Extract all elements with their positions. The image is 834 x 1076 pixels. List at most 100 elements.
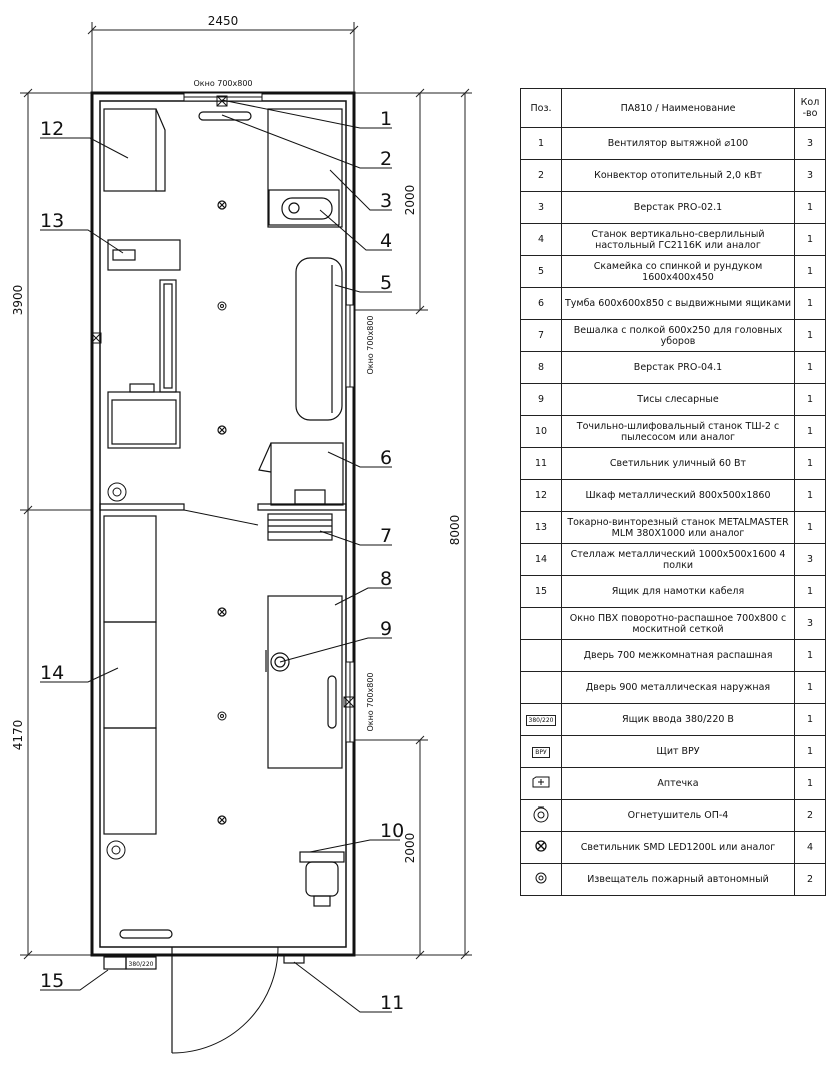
callout-leaders (40, 99, 400, 1013)
callout-11: 11 (380, 992, 404, 1014)
cell-name: Дверь 900 металлическая наружная (561, 671, 795, 704)
exhaust-fan-icons (90, 95, 355, 708)
cell-qty: 1 (794, 511, 826, 544)
dim-left-total: 3900 (11, 285, 25, 316)
cell-pos: 4 (520, 223, 562, 256)
dim-right-bottom: 2000 (403, 833, 417, 864)
callout-12: 12 (40, 118, 64, 140)
cell-name: Ящик ввода 380/220 В (561, 703, 795, 736)
callout-numbers: 1 2 3 4 5 6 7 8 9 10 11 12 13 14 15 (40, 108, 404, 1014)
cell-pos (520, 863, 562, 896)
cell-qty: 1 (794, 671, 826, 704)
cell-pos: ВРУ (520, 735, 562, 768)
cell-qty: 1 (794, 351, 826, 384)
callout-6: 6 (380, 447, 392, 469)
cell-name: Извещатель пожарный автономный (561, 863, 795, 896)
input-box-label: 380/220 (129, 961, 154, 968)
cell-qty: 1 (794, 447, 826, 480)
cell-qty: 1 (794, 319, 826, 352)
cell-name: Стеллаж металлический 1000х500х1600 4 по… (561, 543, 795, 576)
callout-9: 9 (380, 618, 392, 640)
first-aid-kit-icon (532, 776, 550, 791)
cell-name: Щит ВРУ (561, 735, 795, 768)
header-name: ПА810 / Наименование (561, 88, 795, 128)
cell-qty: 1 (794, 767, 826, 800)
cell-pos: 380/220 (520, 703, 562, 736)
window-marks (183, 92, 355, 743)
dim-left-bottom: 4170 (11, 720, 25, 751)
cell-qty: 3 (794, 607, 826, 640)
cell-pos: 5 (520, 255, 562, 288)
callout-15: 15 (40, 970, 64, 992)
callout-10: 10 (380, 820, 404, 842)
window-label-top: Окно 700х800 (193, 79, 252, 88)
walls (90, 91, 356, 957)
cell-pos: 8 (520, 351, 562, 384)
cell-pos (520, 767, 562, 800)
cell-pos: 10 (520, 415, 562, 448)
cell-qty: 3 (794, 543, 826, 576)
cell-qty: 1 (794, 383, 826, 416)
fire-extinguisher-icons (106, 482, 127, 860)
switchboard-icon: ВРУ (532, 746, 550, 758)
dim-right-total: 8000 (448, 515, 462, 546)
dimension-lines (20, 22, 472, 960)
cell-qty: 1 (794, 223, 826, 256)
cell-name: Дверь 700 межкомнатная распашная (561, 639, 795, 672)
cell-pos (520, 799, 562, 832)
cell-qty: 2 (794, 799, 826, 832)
cell-qty: 1 (794, 479, 826, 512)
cell-name: Ящик для намотки кабеля (561, 575, 795, 608)
cell-pos: 6 (520, 287, 562, 320)
cell-qty: 2 (794, 863, 826, 896)
table-header-row: Поз. ПА810 / Наименование Кол -во (520, 88, 826, 128)
callout-4: 4 (380, 230, 392, 252)
callout-5: 5 (380, 272, 392, 294)
input-box-icon: 380/220 (525, 714, 557, 726)
cell-qty: 1 (794, 703, 826, 736)
cell-name: Шкаф металлический 800х500х1860 (561, 479, 795, 512)
cell-pos (520, 831, 562, 864)
cell-pos: 11 (520, 447, 562, 480)
callout-8: 8 (380, 568, 392, 590)
cell-qty: 1 (794, 287, 826, 320)
cell-pos: 9 (520, 383, 562, 416)
cell-pos: 2 (520, 159, 562, 192)
ceiling-light-icon (535, 840, 547, 855)
cell-pos: 14 (520, 543, 562, 576)
cell-name: Скамейка со спинкой и рундуком 1600х400х… (561, 255, 795, 288)
callout-7: 7 (380, 525, 392, 547)
window-label-right-upper: Окно 700х800 (366, 315, 375, 374)
cell-qty: 3 (794, 159, 826, 192)
callout-13: 13 (40, 210, 64, 232)
cell-name: Верстак PRO-02.1 (561, 191, 795, 224)
cell-name: Светильник уличный 60 Вт (561, 447, 795, 480)
cell-pos (520, 607, 562, 640)
cell-name: Вентилятор вытяжной ⌀100 (561, 127, 795, 160)
cell-qty: 1 (794, 415, 826, 448)
cell-name: Станок вертикально-сверлильный настольны… (561, 223, 795, 256)
cell-name: Тумба 600х600х850 с выдвижными ящиками (561, 287, 795, 320)
cell-name: Точильно-шлифовальный станок ТШ-2 с пыле… (561, 415, 795, 448)
cell-name: Токарно-винторезный станок METALMASTER M… (561, 511, 795, 544)
cell-pos (520, 671, 562, 704)
header-pos: Поз. (520, 88, 562, 128)
cell-pos: 7 (520, 319, 562, 352)
